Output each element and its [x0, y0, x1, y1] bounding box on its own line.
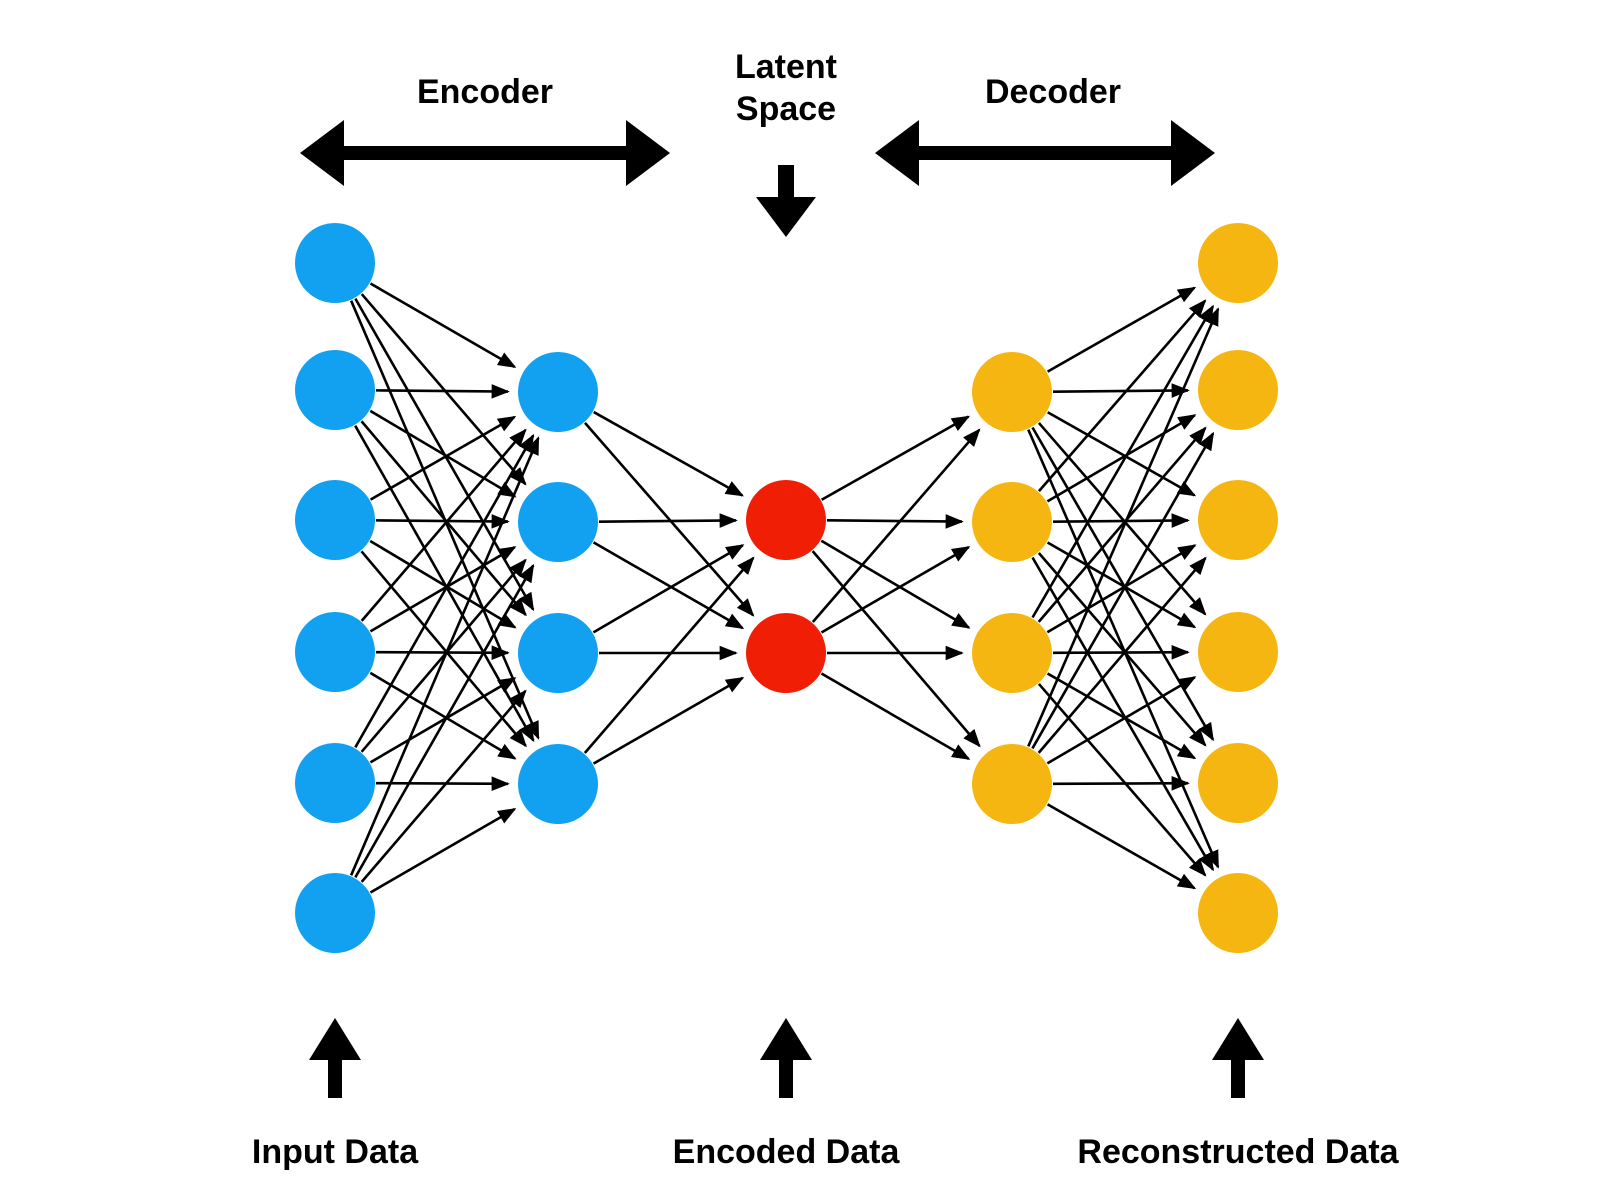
connection-edge	[1037, 426, 1207, 623]
connection-edge	[360, 293, 527, 486]
connection-edge	[1046, 672, 1197, 760]
connection-edge	[1027, 429, 1220, 869]
node-decoder-hidden	[972, 352, 1052, 432]
connection-edge	[592, 544, 745, 634]
connection-edge	[375, 514, 510, 529]
connection-edges	[349, 282, 1220, 894]
node-output	[1198, 350, 1278, 430]
connection-edge	[1047, 411, 1197, 497]
node-output	[1198, 223, 1278, 303]
connection-edge	[1046, 414, 1197, 503]
connection-edge	[1052, 513, 1190, 528]
arrow-up-icon	[309, 1018, 361, 1098]
node-encoder-hidden	[518, 352, 598, 432]
node-decoder-hidden	[972, 744, 1052, 824]
node-input	[295, 612, 375, 692]
connection-edge	[360, 689, 527, 883]
connection-edge	[369, 409, 517, 498]
connection-edge	[375, 645, 510, 660]
connection-edge	[1031, 431, 1215, 750]
network-nodes	[295, 223, 1278, 953]
connection-edge	[820, 539, 971, 629]
double-arrow-icon	[875, 120, 1215, 186]
connection-edge	[1037, 299, 1207, 492]
node-output	[1198, 480, 1278, 560]
connection-edge	[1037, 552, 1207, 747]
encoded-data-label: Encoded Data	[673, 1133, 901, 1171]
connection-edge	[375, 776, 510, 791]
connection-edge	[369, 807, 517, 894]
node-latent	[746, 613, 826, 693]
connection-edge	[592, 676, 745, 765]
connection-edge	[369, 677, 517, 764]
connection-edge	[375, 384, 510, 399]
connection-edge	[820, 545, 971, 634]
connection-edge	[1031, 556, 1215, 872]
node-input	[295, 223, 375, 303]
arrow-down-icon	[756, 165, 816, 237]
connection-edge	[349, 436, 540, 876]
node-output	[1198, 612, 1278, 692]
node-encoder-hidden	[518, 744, 598, 824]
connection-edge	[1052, 645, 1190, 660]
reconstructed-data-label: Reconstructed Data	[1077, 1133, 1399, 1171]
connection-edge	[369, 539, 517, 629]
connection-edge	[820, 672, 971, 761]
connection-edge	[360, 428, 527, 622]
connection-edge	[1046, 286, 1197, 373]
connection-edge	[1046, 541, 1197, 629]
encoder-label: Encoder	[417, 73, 553, 111]
node-input	[295, 480, 375, 560]
connection-edge	[1046, 803, 1197, 890]
node-output	[1198, 743, 1278, 823]
connection-edge	[1037, 683, 1207, 877]
connection-edge	[593, 410, 744, 497]
connection-edge	[583, 422, 755, 617]
node-output	[1198, 873, 1278, 953]
connection-edge	[369, 282, 517, 369]
node-latent	[746, 480, 826, 560]
connection-edge	[598, 513, 738, 528]
arrow-up-icon	[760, 1018, 812, 1098]
connection-edge	[369, 546, 517, 633]
connection-edge	[811, 428, 981, 623]
connection-edge	[1031, 304, 1215, 619]
node-decoder-hidden	[972, 482, 1052, 562]
input-data-label: Input Data	[252, 1133, 419, 1171]
connection-edge	[1037, 422, 1207, 616]
connection-edge	[592, 541, 745, 630]
latent-space-label-line1: Latent	[735, 48, 837, 86]
node-input	[295, 743, 375, 823]
arrow-up-icon	[1212, 1018, 1264, 1098]
connection-edge	[1037, 556, 1207, 754]
latent-space-label-line2: Space	[736, 90, 836, 128]
connection-edge	[583, 556, 755, 754]
connection-edge	[821, 415, 971, 501]
annotation-arrows	[300, 120, 1264, 1098]
connection-edge	[360, 420, 527, 617]
connection-edge	[1027, 307, 1220, 747]
connection-edge	[826, 514, 964, 529]
connection-edge	[360, 558, 527, 753]
connection-edge	[1052, 383, 1190, 398]
node-encoder-hidden	[518, 613, 598, 693]
connection-edge	[1046, 676, 1197, 765]
double-arrow-icon	[300, 120, 670, 186]
node-decoder-hidden	[972, 613, 1052, 693]
connection-edge	[354, 433, 535, 749]
connection-edge	[1031, 426, 1215, 742]
node-input	[295, 350, 375, 430]
node-input	[295, 873, 375, 953]
decoder-label: Decoder	[985, 73, 1121, 111]
node-encoder-hidden	[518, 482, 598, 562]
connection-edge	[1052, 776, 1190, 791]
connection-edge	[360, 550, 527, 748]
connection-edge	[811, 550, 981, 748]
connection-edge	[369, 415, 517, 501]
connection-edge	[1046, 544, 1197, 634]
connection-edge	[369, 671, 517, 760]
connection-edge	[354, 563, 535, 879]
